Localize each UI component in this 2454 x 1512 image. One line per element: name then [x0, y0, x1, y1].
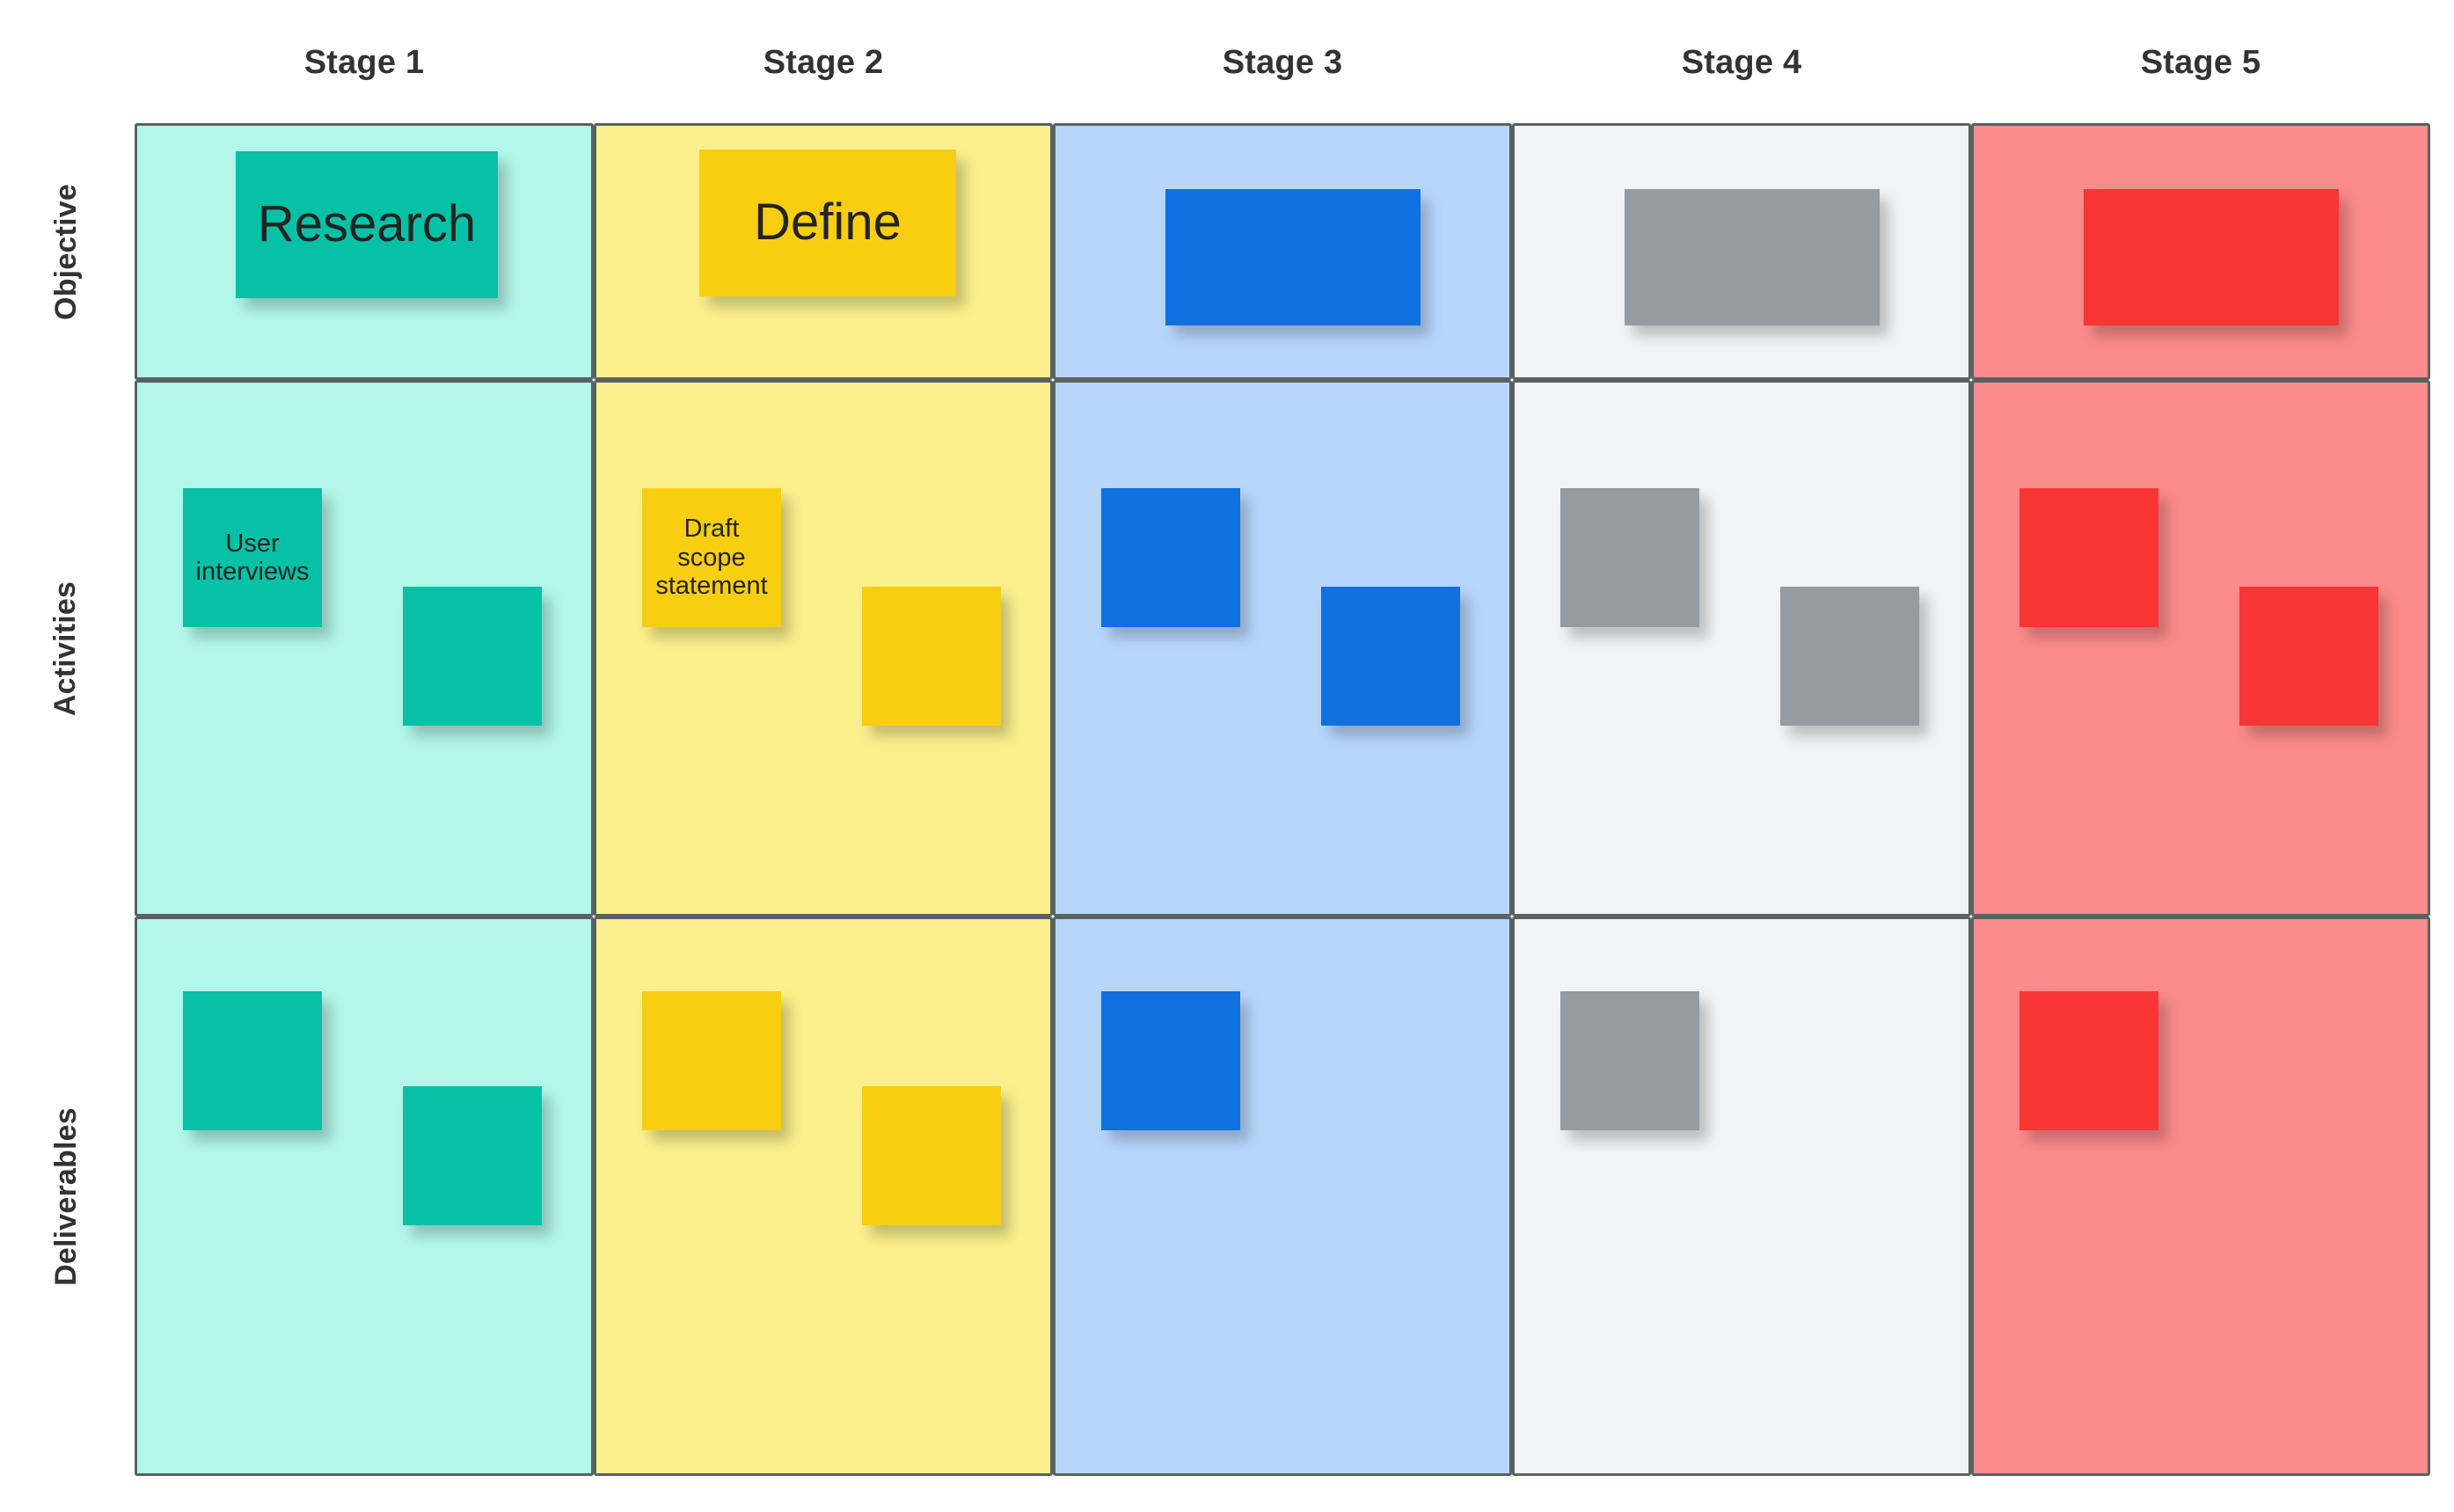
sticky-note[interactable]: [1780, 587, 1919, 726]
sticky-note-text: Draft scope statement: [655, 515, 768, 601]
cell-objective-stage-2[interactable]: Define: [594, 123, 1053, 380]
cell-activities-stage-3[interactable]: [1053, 380, 1512, 917]
column-header-label: Stage 1: [303, 44, 425, 81]
sticky-note[interactable]: [2084, 189, 2339, 325]
sticky-note[interactable]: [403, 587, 542, 726]
column-header-stage-3: Stage 3: [1053, 37, 1512, 88]
column-header-label: Stage 3: [1222, 44, 1343, 81]
sticky-note[interactable]: [1101, 488, 1240, 627]
column-header-stage-5: Stage 5: [1971, 37, 2430, 88]
cell-deliverables-stage-3[interactable]: [1053, 917, 1512, 1476]
row-label-text: Objective: [48, 183, 83, 320]
sticky-note[interactable]: Research: [236, 151, 498, 298]
sticky-note[interactable]: [1560, 488, 1699, 627]
sticky-note[interactable]: Draft scope statement: [642, 488, 781, 627]
sticky-note[interactable]: [183, 991, 322, 1130]
cell-activities-stage-1[interactable]: User interviews: [135, 380, 594, 917]
column-header-stage-4: Stage 4: [1512, 37, 1971, 88]
sticky-note[interactable]: [1560, 991, 1699, 1130]
sticky-note[interactable]: [642, 991, 781, 1130]
sticky-note[interactable]: [862, 587, 1001, 726]
cell-deliverables-stage-1[interactable]: [135, 917, 594, 1476]
cell-objective-stage-5[interactable]: [1971, 123, 2430, 380]
sticky-note[interactable]: [1625, 189, 1880, 325]
sticky-note-text: User interviews: [195, 529, 310, 586]
cell-objective-stage-3[interactable]: [1053, 123, 1512, 380]
cell-deliverables-stage-2[interactable]: [594, 917, 1053, 1476]
column-header-stage-2: Stage 2: [594, 37, 1053, 88]
cell-objective-stage-4[interactable]: [1512, 123, 1971, 380]
column-header-label: Stage 5: [2140, 44, 2261, 81]
column-header-label: Stage 4: [1681, 44, 1802, 81]
sticky-note[interactable]: Define: [699, 150, 956, 296]
sticky-note[interactable]: [1165, 189, 1421, 325]
sticky-note[interactable]: [2019, 991, 2158, 1130]
column-header-label: Stage 2: [763, 44, 884, 81]
sticky-note[interactable]: [403, 1086, 542, 1225]
cell-objective-stage-1[interactable]: Research: [135, 123, 594, 380]
row-label-deliverables: Deliverables: [0, 917, 132, 1476]
cell-activities-stage-5[interactable]: [1971, 380, 2430, 917]
cell-deliverables-stage-5[interactable]: [1971, 917, 2430, 1476]
sticky-note[interactable]: User interviews: [183, 488, 322, 627]
sticky-note[interactable]: [1101, 991, 1240, 1130]
row-label-text: Deliverables: [48, 1107, 83, 1286]
sticky-note-text: Define: [754, 194, 902, 252]
cell-activities-stage-4[interactable]: [1512, 380, 1971, 917]
sticky-note-text: Research: [257, 195, 477, 253]
cell-deliverables-stage-4[interactable]: [1512, 917, 1971, 1476]
sticky-note[interactable]: [2019, 488, 2158, 627]
sticky-note[interactable]: [862, 1086, 1001, 1225]
row-label-objective: Objective: [0, 123, 132, 380]
cell-activities-stage-2[interactable]: Draft scope statement: [594, 380, 1053, 917]
row-label-text: Activities: [48, 581, 83, 716]
sticky-note[interactable]: [2239, 587, 2378, 726]
row-label-activities: Activities: [0, 380, 132, 917]
column-header-stage-1: Stage 1: [135, 37, 594, 88]
sticky-note[interactable]: [1321, 587, 1460, 726]
